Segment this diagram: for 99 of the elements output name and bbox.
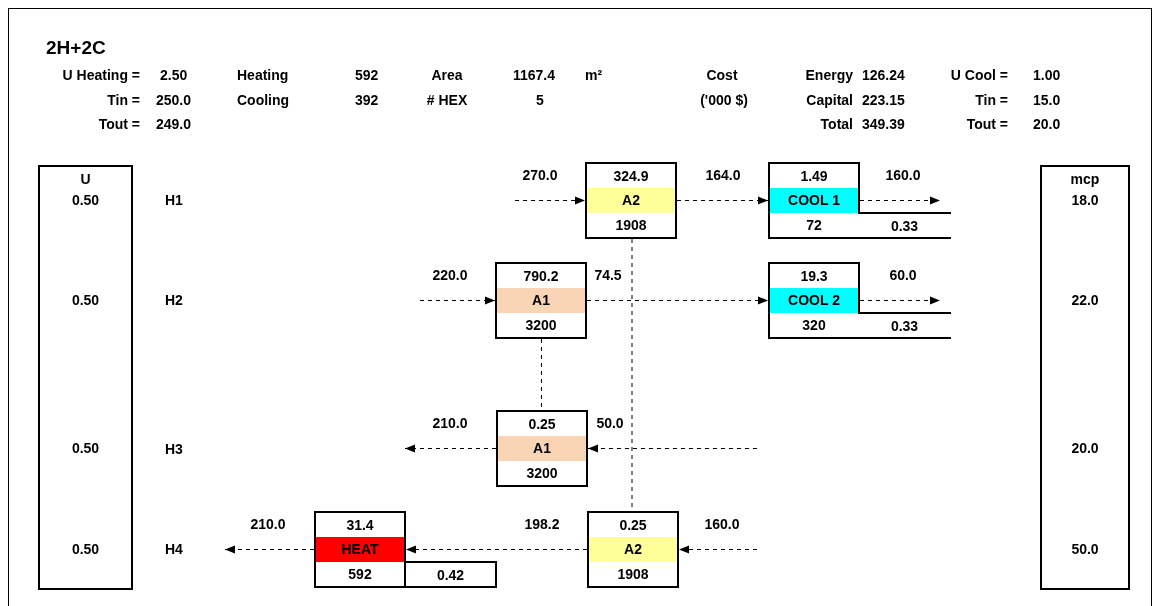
label-text: H1	[165, 193, 183, 207]
value-text: 790.2	[522, 267, 560, 287]
label-text: Tout =	[98, 117, 140, 131]
label-text: Tin =	[107, 93, 140, 107]
column-header: mcp	[1069, 172, 1101, 186]
label-text: Cost	[706, 68, 738, 82]
value-text: 1.49	[799, 167, 829, 187]
value-text: 50.0	[1070, 542, 1100, 556]
label-text: 74.5	[594, 268, 622, 282]
unit-label-cell: A2	[587, 188, 675, 213]
label-text: H4	[165, 542, 183, 556]
label-text: 126.24	[862, 68, 905, 82]
label-text: Tin =	[975, 93, 1008, 107]
unit-label-cell: HEAT	[316, 537, 404, 562]
value-cell: 0.33	[858, 312, 951, 339]
heat-exchanger-box	[496, 410, 588, 487]
heat-exchanger-box	[768, 262, 860, 339]
label-text: 210.0	[432, 416, 468, 430]
label-text: Capital	[806, 93, 853, 107]
dashed-arrow	[404, 444, 497, 453]
label-text: 160.0	[704, 517, 740, 531]
unit-label-cell: COOL 1	[770, 188, 858, 213]
label-text: U Heating =	[62, 68, 140, 82]
label-text: Tout =	[966, 117, 1008, 131]
column-box	[1040, 165, 1130, 590]
unit-label-cell: A2	[589, 537, 677, 562]
label-text: 198.2	[524, 517, 560, 531]
dashed-arrow	[859, 296, 941, 305]
value-text: 20.0	[1070, 441, 1100, 455]
value-text: 3200	[525, 463, 559, 483]
dashed-arrow	[514, 196, 586, 205]
value-cell: 0.42	[404, 561, 497, 588]
dashed-arrow	[419, 296, 496, 305]
value-text: 592	[347, 564, 373, 584]
label-text: # HEX	[426, 93, 468, 107]
value-text: 3200	[524, 315, 558, 335]
heat-exchanger-box	[495, 262, 587, 339]
value-text: 1908	[614, 215, 648, 235]
value-text: 72	[805, 215, 823, 235]
label-text: 349.39	[862, 117, 905, 131]
dashed-arrow	[676, 196, 769, 205]
label-text: 392	[355, 93, 379, 107]
value-text: 0.25	[527, 415, 557, 435]
dashed-arrow	[405, 545, 588, 554]
heat-exchanger-box	[768, 162, 860, 239]
dashed-arrow	[587, 444, 758, 453]
value-text: 0.50	[70, 441, 101, 455]
label-text: 1.00	[1033, 68, 1061, 82]
value-text: 320	[801, 315, 827, 335]
label-text: ('000 $)	[700, 93, 748, 107]
heat-exchanger-box	[587, 511, 679, 588]
column-box	[38, 165, 133, 590]
value-text: 18.0	[1070, 193, 1100, 207]
column-header: U	[79, 172, 92, 186]
value-text: 22.0	[1070, 293, 1100, 307]
value-text: 0.50	[70, 293, 101, 307]
value-text: 19.3	[799, 267, 829, 287]
unit-label-cell: A1	[497, 288, 585, 313]
label-text: 270.0	[522, 168, 558, 182]
label-text: 60.0	[889, 268, 917, 282]
value-text: 31.4	[345, 516, 375, 536]
label-text: 160.0	[885, 168, 921, 182]
label-text: 220.0	[432, 268, 468, 282]
dashed-arrow	[224, 545, 315, 554]
dashed-arrow	[586, 296, 769, 305]
value-text: 0.25	[618, 516, 648, 536]
value-text: 1908	[616, 564, 650, 584]
value-cell: 0.33	[858, 212, 951, 239]
label-text: 15.0	[1033, 93, 1061, 107]
label-text: H2	[165, 293, 183, 307]
value-text: 324.9	[612, 167, 650, 187]
label-text: 1167.4	[513, 68, 556, 82]
label-text: Total	[820, 117, 853, 131]
label-text: 20.0	[1033, 117, 1061, 131]
label-text: H3	[165, 442, 183, 456]
value-text: 0.50	[70, 193, 101, 207]
label-text: m²	[585, 68, 603, 82]
label-text: 249.0	[156, 117, 192, 131]
heat-exchanger-box	[585, 162, 677, 239]
label-text: Energy	[805, 68, 853, 82]
label-text: 164.0	[705, 168, 741, 182]
value-text: 0.50	[70, 542, 101, 556]
heat-exchanger-box	[314, 511, 406, 588]
label-text: Cooling	[237, 93, 290, 107]
dashed-arrow	[859, 196, 941, 205]
title-text: 2H+2C	[46, 37, 106, 57]
label-text: U Cool =	[950, 68, 1008, 82]
label-text: 2.50	[160, 68, 188, 82]
label-text: 50.0	[596, 416, 624, 430]
label-text: 210.0	[250, 517, 286, 531]
dashed-arrow	[678, 545, 758, 554]
label-text: 250.0	[156, 93, 192, 107]
label-text: 5	[536, 93, 544, 107]
unit-label-cell: A1	[498, 436, 586, 461]
label-text: Area	[431, 68, 463, 82]
label-text: 223.15	[862, 93, 905, 107]
label-text: 592	[355, 68, 379, 82]
unit-label-cell: COOL 2	[770, 288, 858, 313]
label-text: Heating	[237, 68, 289, 82]
